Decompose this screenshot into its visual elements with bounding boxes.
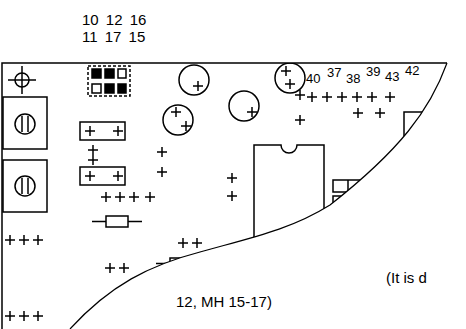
callout-number: 38 bbox=[346, 72, 360, 85]
pad-mark bbox=[101, 192, 111, 202]
pad-mark bbox=[113, 171, 123, 181]
pad-mark bbox=[227, 173, 237, 183]
pad-mark bbox=[337, 92, 347, 102]
resistor-symbol bbox=[80, 122, 206, 269]
pad-mark bbox=[88, 145, 98, 155]
trimmer-symbol bbox=[3, 97, 47, 212]
pad-marks bbox=[5, 66, 395, 321]
pad-mark bbox=[227, 191, 237, 201]
pad-mark bbox=[178, 238, 188, 248]
pad-mark bbox=[157, 167, 167, 177]
pad-mark bbox=[113, 126, 123, 136]
pad-mark bbox=[285, 79, 295, 89]
pad-mark bbox=[171, 107, 181, 117]
callout-number: 39 bbox=[366, 65, 380, 78]
note-text: (It is d bbox=[386, 270, 427, 285]
pin-numbers: 11 17 15 bbox=[82, 29, 145, 44]
callout-number: 43 bbox=[385, 70, 399, 83]
pad-mark bbox=[281, 66, 291, 76]
pad-mark bbox=[353, 108, 363, 118]
pad-mark bbox=[352, 92, 362, 102]
pad-mark bbox=[295, 90, 305, 100]
component-stack bbox=[333, 180, 363, 224]
pad-mark bbox=[375, 108, 385, 118]
pad-mark bbox=[5, 311, 15, 321]
pad-mark bbox=[157, 147, 167, 157]
pad-mark bbox=[115, 192, 125, 202]
pad-mark bbox=[193, 81, 203, 91]
pad-mark bbox=[19, 311, 29, 321]
pad-mark bbox=[33, 235, 43, 245]
pad-mark bbox=[105, 263, 115, 273]
pad-mark bbox=[385, 92, 395, 102]
pin-numbers: 10 12 16 bbox=[82, 12, 146, 27]
pad-mark bbox=[295, 115, 305, 125]
pad-mark bbox=[322, 92, 332, 102]
callout-number: 37 bbox=[327, 66, 341, 79]
fiducial bbox=[8, 66, 36, 94]
capacitor-symbol bbox=[163, 63, 305, 135]
note-text: 12, MH 15-17) bbox=[176, 294, 272, 309]
pad-mark bbox=[119, 263, 129, 273]
pad-mark bbox=[85, 126, 95, 136]
pad-mark bbox=[367, 92, 377, 102]
pad-mark bbox=[19, 235, 29, 245]
pad-mark bbox=[33, 311, 43, 321]
callout-number: 42 bbox=[405, 64, 419, 77]
pad-mark bbox=[307, 92, 317, 102]
pad-mark bbox=[88, 155, 98, 165]
pad-mark bbox=[192, 238, 202, 248]
callout-number: 40 bbox=[306, 72, 320, 85]
tear-edge bbox=[70, 63, 447, 329]
jumper-header bbox=[88, 66, 130, 96]
pad-mark bbox=[181, 121, 191, 131]
pad-mark bbox=[247, 107, 257, 117]
pad-mark bbox=[129, 192, 139, 202]
board-outline bbox=[2, 63, 447, 329]
pad-mark bbox=[85, 171, 95, 181]
ic-package bbox=[254, 112, 440, 250]
pad-mark bbox=[5, 235, 15, 245]
pad-mark bbox=[145, 192, 155, 202]
